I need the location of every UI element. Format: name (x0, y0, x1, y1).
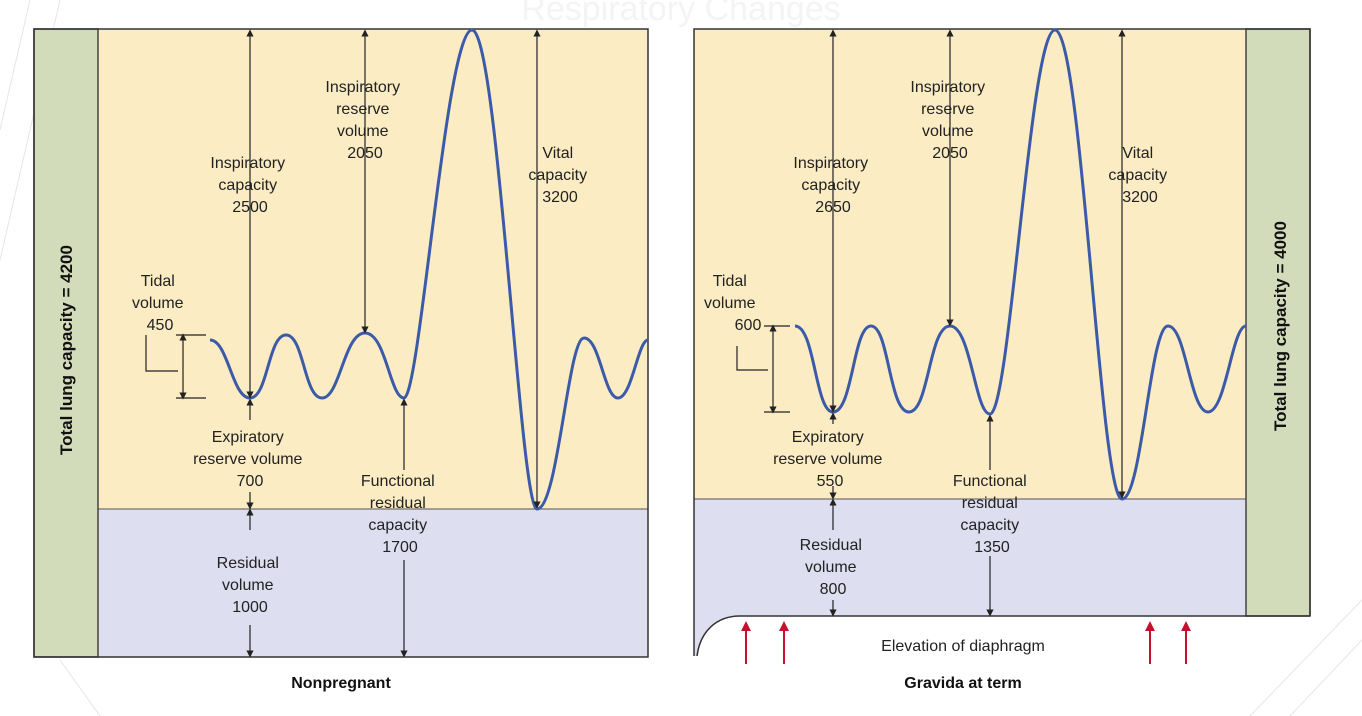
right-ic-label: Inspiratory capacity 2650 (793, 155, 872, 216)
left-irv-label: Inspiratory reserve volume 2050 (325, 79, 404, 162)
left-erv-label: Expiratory reserve volume 700 (193, 429, 307, 490)
diaphragm-line (696, 615, 741, 657)
left-total-lung-capacity: Total lung capacity = 4200 (57, 245, 76, 455)
right-frc-label: Functional residual capacity 1350 (953, 473, 1031, 556)
right-irv-label: Inspiratory reserve volume 2050 (910, 79, 989, 162)
right-total-lung-capacity: Total lung capacity = 4000 (1271, 221, 1290, 431)
right-rv-label: Residual volume 800 (800, 537, 867, 598)
left-ic-label: Inspiratory capacity 2500 (210, 155, 289, 216)
right-spirometry-curve (794, 28, 1247, 501)
left-rv-label: Residual volume 1000 (217, 555, 284, 616)
diaphragm-arrows (741, 621, 1191, 664)
left-caption: Nonpregnant (291, 675, 391, 692)
left-vc-label: Vital capacity 3200 (528, 145, 591, 206)
right-caption: Gravida at term (904, 675, 1021, 692)
page-title: Respiratory Changes (521, 0, 840, 28)
left-frc-label: Functional residual capacity 1700 (361, 473, 439, 556)
right-panel: Total lung capacity = 4000 Inspirato (693, 28, 1311, 692)
right-vc-label: Vital capacity 3200 (1108, 145, 1171, 206)
right-erv-label: Expiratory reserve volume 550 (773, 429, 887, 490)
left-side-band (33, 28, 99, 658)
left-residual-zone (98, 509, 648, 657)
right-residual-zone (694, 499, 1246, 656)
right-inspiratory-zone (694, 29, 1246, 499)
left-tidal-label: Tidal volume 450 (132, 273, 188, 334)
left-inspiratory-zone (98, 29, 648, 509)
right-tidal-label: Tidal volume 600 (704, 273, 761, 334)
left-spirometry-curve (209, 28, 649, 511)
left-panel: Total lung capacity = 4200 Inspiratory r… (33, 28, 649, 692)
diaphragm-label: Elevation of diaphragm (881, 638, 1045, 655)
